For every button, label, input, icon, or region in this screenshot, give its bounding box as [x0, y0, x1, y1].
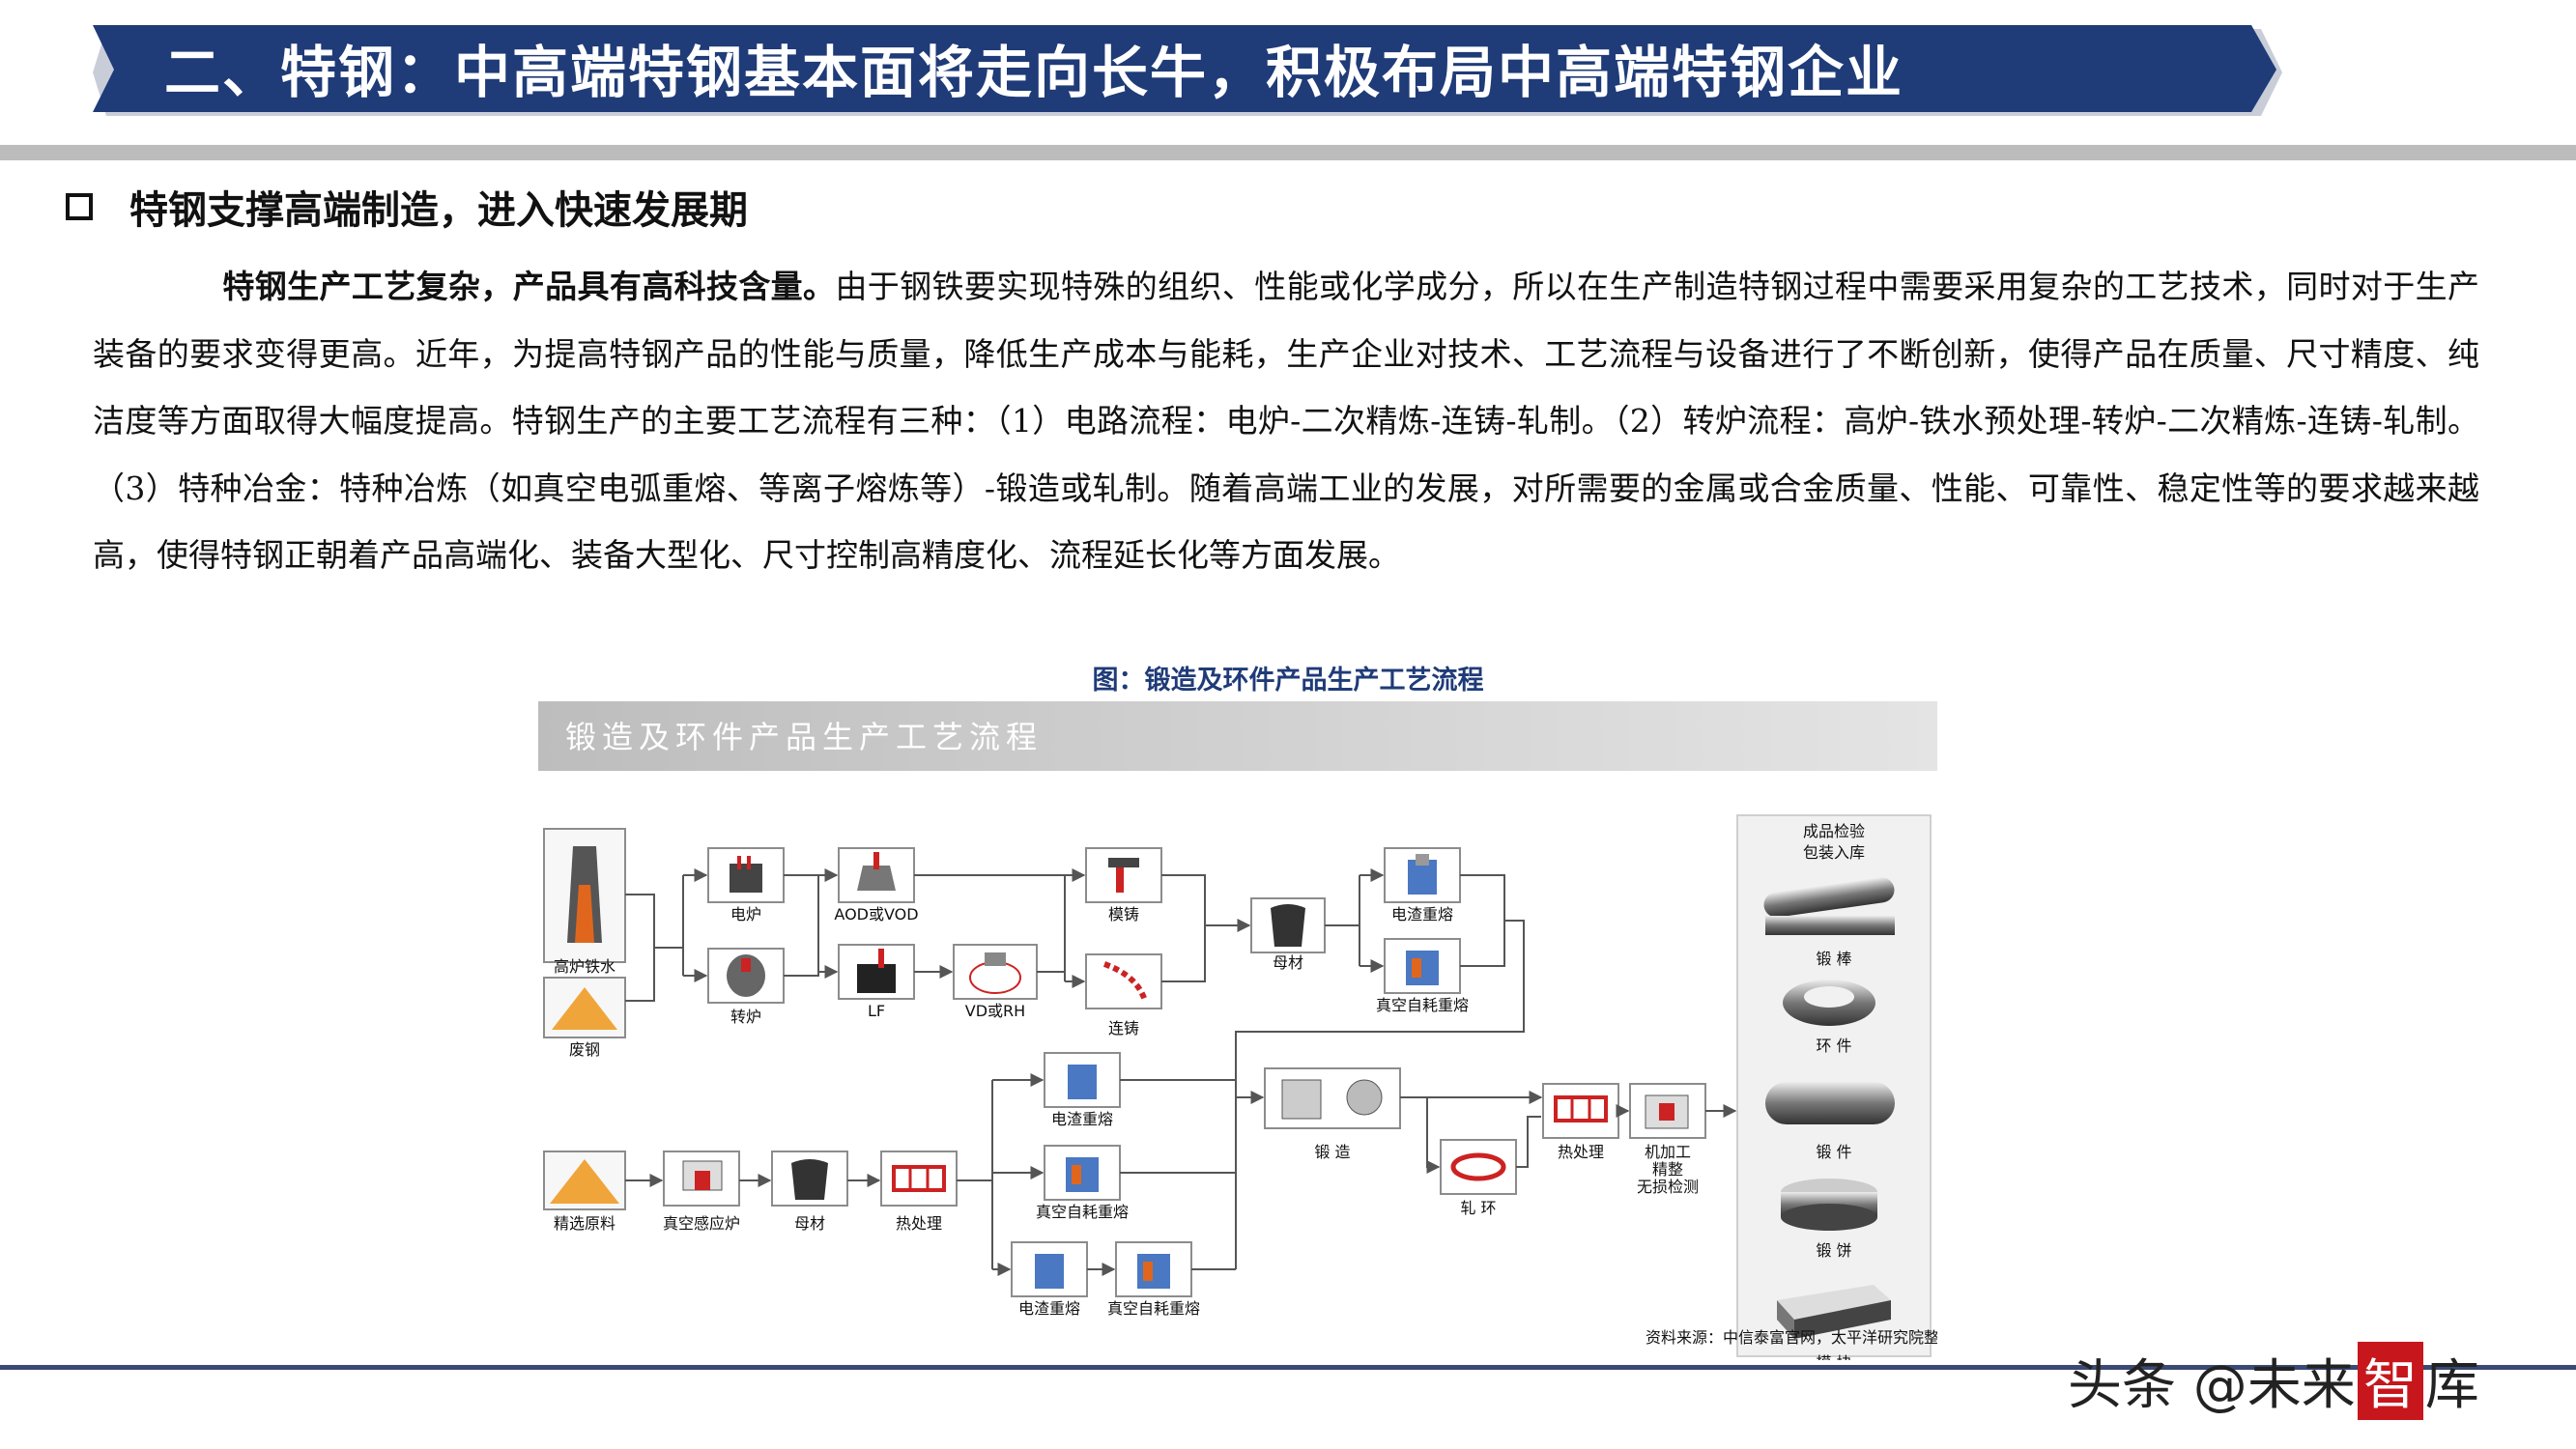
svg-text:母材: 母材 [794, 1214, 825, 1233]
node-heat-treat-2: 热处理 [1542, 1083, 1619, 1161]
node-forging: 锻 造 [1264, 1067, 1401, 1161]
product-label-bar: 锻 棒 [1816, 950, 1851, 968]
paragraph-body: 由于钢铁要实现特殊的组织、性能或化学成分，所以在生产制造特钢过程中需要采用复杂的… [93, 268, 2480, 574]
node-eaf: 电炉 [707, 847, 785, 923]
svg-text:真空自耗重熔: 真空自耗重熔 [1376, 996, 1469, 1014]
flow-connectors [625, 868, 1737, 1276]
page-title: 二、特钢：中高端特钢基本面将走向长牛，积极布局中高端特钢企业 [164, 40, 1904, 105]
svg-text:电渣重熔: 电渣重熔 [1051, 1110, 1113, 1128]
svg-text:连铸: 连铸 [1108, 1019, 1139, 1037]
svg-text:VD或RH: VD或RH [965, 1002, 1025, 1020]
paragraph-lead: 特钢生产工艺复杂，产品具有高科技含量。 [222, 268, 836, 305]
svg-text:真空感应炉: 真空感应炉 [663, 1214, 740, 1233]
product-disc: 锻 饼 [1781, 1179, 1877, 1260]
svg-text:高炉铁水: 高炉铁水 [554, 957, 615, 976]
node-scrap: 废钢 [543, 977, 626, 1059]
node-continuous-casting: 连铸 [1085, 953, 1162, 1037]
node-esr-2: 电渣重熔 [1044, 1052, 1121, 1128]
svg-text:电渣重熔: 电渣重熔 [1018, 1299, 1080, 1318]
body-paragraph: 特钢生产工艺复杂，产品具有高科技含量。由于钢铁要实现特殊的组织、性能或化学成分，… [93, 253, 2479, 589]
svg-text:真空自耗重熔: 真空自耗重熔 [1036, 1203, 1129, 1221]
node-var-1: 真空自耗重熔 [1376, 938, 1469, 1014]
svg-text:电渣重熔: 电渣重熔 [1391, 905, 1453, 923]
svg-text:AOD或VOD: AOD或VOD [834, 905, 918, 923]
svg-text:轧 环: 轧 环 [1460, 1199, 1496, 1217]
svg-text:热处理: 热处理 [1558, 1143, 1604, 1161]
node-blast-furnace: 高炉铁水 [543, 828, 626, 976]
node-vd: VD或RH [953, 944, 1038, 1020]
svg-text:模铸: 模铸 [1108, 905, 1139, 923]
product-label-ring: 环 件 [1816, 1037, 1851, 1055]
svg-text:无损检测: 无损检测 [1637, 1178, 1699, 1196]
svg-text:废钢: 废钢 [569, 1040, 600, 1059]
products-header-2: 包装入库 [1803, 843, 1865, 862]
svg-text:转炉: 转炉 [730, 1008, 761, 1026]
svg-text:精整: 精整 [1652, 1160, 1683, 1179]
node-raw-material: 精选原料 [543, 1151, 626, 1233]
checkbox-bullet-icon [66, 193, 93, 220]
node-aod: AOD或VOD [834, 847, 919, 923]
node-var-3: 真空自耗重熔 [1107, 1241, 1200, 1318]
node-machining: 机加工 精整 无损检测 [1629, 1083, 1706, 1196]
svg-text:电炉: 电炉 [730, 905, 761, 923]
svg-text:锻 造: 锻 造 [1314, 1143, 1350, 1161]
header-banner [93, 25, 2282, 116]
product-label-block: 模 块 [1816, 1353, 1851, 1360]
header-divider [0, 145, 2576, 160]
product-forged-bar: 锻 棒 [1763, 877, 1895, 968]
node-master-alloy-1: 母材 [1250, 897, 1326, 972]
node-heat-treat-1: 热处理 [880, 1151, 958, 1233]
svg-text:热处理: 热处理 [896, 1214, 942, 1233]
figure-inner-title: 锻造及环件产品生产工艺流程 [565, 719, 1043, 755]
watermark-stamp: 智 [2357, 1341, 2423, 1420]
node-ring-rolling: 轧 环 [1440, 1139, 1517, 1217]
figure-title-band [538, 701, 1937, 771]
node-esr-1: 电渣重熔 [1384, 847, 1461, 923]
process-flow-diagram: 锻造及环件产品生产工艺流程 成品检验 包装入库 锻 棒 环 件 锻 件 锻 饼 … [538, 701, 1937, 1360]
node-master-alloy-2: 母材 [771, 1151, 848, 1233]
figure-source: 资料来源：中信泰富官网，太平洋研究院整理 [1646, 1328, 1937, 1347]
products-header-1: 成品检验 [1803, 822, 1865, 840]
svg-text:母材: 母材 [1273, 953, 1303, 972]
svg-text:机加工: 机加工 [1645, 1143, 1691, 1161]
product-block: 模 块 [1777, 1285, 1891, 1360]
product-label-disc: 锻 饼 [1816, 1241, 1851, 1260]
node-converter: 转炉 [707, 948, 785, 1026]
product-forging: 锻 件 [1765, 1082, 1895, 1161]
node-vim: 真空感应炉 [663, 1151, 740, 1233]
watermark: 头条 @未来智库 [2068, 1337, 2479, 1424]
svg-text:精选原料: 精选原料 [554, 1214, 615, 1233]
section-heading: 特钢支撑高端制造，进入快速发展期 [66, 180, 748, 234]
footer-divider [0, 1365, 2576, 1370]
product-label-forging: 锻 件 [1816, 1143, 1851, 1161]
node-ingot-casting: 模铸 [1085, 847, 1162, 923]
figure-caption: 图：锻造及环件产品生产工艺流程 [1092, 666, 1484, 696]
node-var-2: 真空自耗重熔 [1036, 1145, 1129, 1221]
product-ring: 环 件 [1783, 980, 1875, 1055]
watermark-suffix: 库 [2424, 1353, 2479, 1417]
svg-text:LF: LF [868, 1002, 885, 1020]
node-lf: LF [838, 944, 915, 1020]
watermark-prefix: 头条 @未来 [2068, 1353, 2356, 1417]
section-title: 特钢支撑高端制造，进入快速发展期 [129, 187, 748, 233]
svg-text:真空自耗重熔: 真空自耗重熔 [1107, 1299, 1200, 1318]
node-esr-3: 电渣重熔 [1011, 1241, 1088, 1318]
